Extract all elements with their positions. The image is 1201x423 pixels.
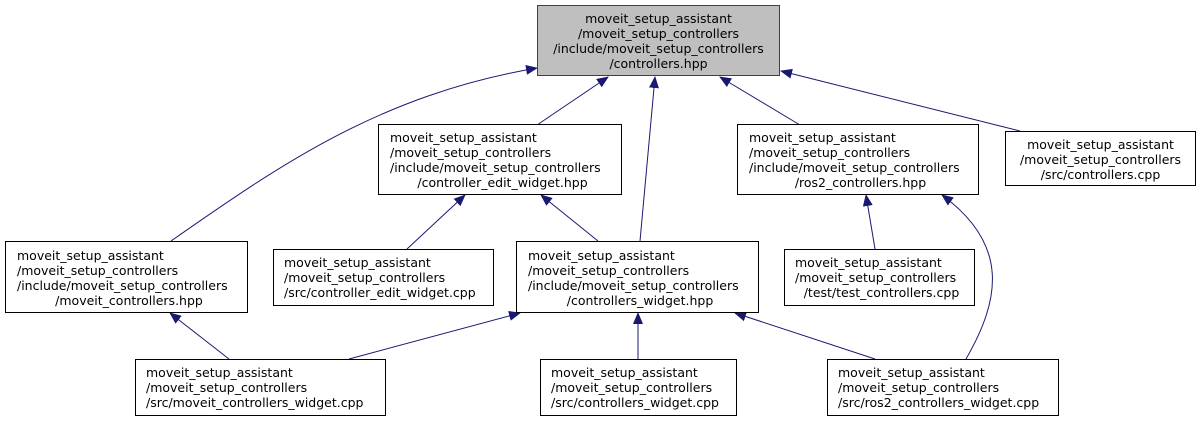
node-line: /moveit_setup_controllers: [838, 380, 1000, 395]
node-controllers-hpp[interactable]: moveit_setup_assistant /moveit_setup_con…: [537, 5, 780, 76]
node-line: moveit_setup_assistant: [528, 248, 675, 263]
edge-controller-edit-widget-cpp-to-hpp: [406, 194, 466, 250]
node-moveit-controllers-hpp[interactable]: moveit_setup_assistant /moveit_setup_con…: [5, 241, 248, 313]
node-line: moveit_setup_assistant: [551, 365, 698, 380]
node-line: /src/moveit_controllers_widget.cpp: [146, 395, 364, 410]
node-controllers-cpp[interactable]: moveit_setup_assistant /moveit_setup_con…: [1005, 131, 1196, 186]
node-line: /moveit_setup_controllers: [1019, 152, 1182, 167]
node-line: moveit_setup_assistant: [284, 255, 431, 270]
edge-controller-edit-widget-hpp-to-root: [536, 76, 609, 126]
node-line: /moveit_setup_controllers: [17, 263, 179, 278]
node-line: /moveit_setup_controllers: [577, 26, 740, 41]
edge-controllers-widget-hpp-to-controller-edit-widget-hpp: [540, 194, 599, 242]
node-line: /include/moveit_setup_controllers: [528, 278, 739, 293]
node-line: /controller_edit_widget.hpp: [417, 175, 588, 190]
node-ros2-controllers-hpp[interactable]: moveit_setup_assistant /moveit_setup_con…: [737, 124, 979, 195]
node-line: /ros2_controllers.hpp: [794, 175, 927, 190]
node-line: moveit_setup_assistant: [17, 248, 164, 263]
node-controller-edit-widget-hpp[interactable]: moveit_setup_assistant /moveit_setup_con…: [378, 124, 622, 195]
node-line: /include/moveit_setup_controllers: [17, 278, 228, 293]
node-line: moveit_setup_assistant: [838, 365, 985, 380]
edge-ros2-controllers-widget-cpp-to-ros2-controllers-hpp: [941, 194, 993, 360]
edge-moveit-controllers-hpp-to-root: [170, 64, 538, 242]
node-line: /controllers.hpp: [609, 56, 708, 71]
node-line: /include/moveit_setup_controllers: [749, 160, 960, 175]
node-controllers-widget-cpp[interactable]: moveit_setup_assistant /moveit_setup_con…: [540, 359, 737, 416]
node-controllers-widget-hpp[interactable]: moveit_setup_assistant /moveit_setup_con…: [516, 241, 759, 313]
node-line: /src/controllers_widget.cpp: [551, 395, 719, 410]
node-line: /moveit_setup_controllers: [390, 145, 552, 160]
node-line: /src/controllers.cpp: [1040, 167, 1161, 182]
node-line: moveit_setup_assistant: [749, 130, 896, 145]
node-line: moveit_setup_assistant: [146, 365, 293, 380]
node-line: /moveit_setup_controllers: [749, 145, 911, 160]
node-controller-edit-widget-cpp[interactable]: moveit_setup_assistant /moveit_setup_con…: [273, 249, 494, 306]
edge-moveit-controllers-widget-cpp-to-moveit-controllers-hpp: [169, 312, 230, 360]
node-line: /moveit_setup_controllers: [146, 380, 308, 395]
node-test-controllers-cpp[interactable]: moveit_setup_assistant /moveit_setup_con…: [784, 249, 975, 306]
node-line: /src/ros2_controllers_widget.cpp: [838, 395, 1040, 410]
node-line: /moveit_setup_controllers: [551, 380, 713, 395]
node-line: moveit_setup_assistant: [1027, 137, 1174, 152]
node-line: /include/moveit_setup_controllers: [553, 41, 764, 56]
node-line: moveit_setup_assistant: [795, 255, 942, 270]
node-line: /moveit_controllers.hpp: [55, 293, 203, 308]
node-line: moveit_setup_assistant: [585, 11, 732, 26]
node-line: /include/moveit_setup_controllers: [390, 160, 601, 175]
node-line: /moveit_setup_controllers: [795, 270, 957, 285]
edge-controllers-widget-hpp-to-root: [639, 76, 659, 242]
edge-test-controllers-cpp-to-ros2-controllers-hpp: [862, 194, 876, 250]
edge-controllers-cpp-to-root: [780, 68, 1021, 132]
node-line: /controllers_widget.hpp: [566, 293, 714, 308]
node-line: /test/test_controllers.cpp: [803, 285, 960, 300]
node-line: moveit_setup_assistant: [390, 130, 537, 145]
node-line: /moveit_setup_controllers: [528, 263, 690, 278]
node-ros2-controllers-widget-cpp[interactable]: moveit_setup_assistant /moveit_setup_con…: [827, 359, 1059, 416]
node-line: /src/controller_edit_widget.cpp: [284, 285, 476, 300]
node-line: /moveit_setup_controllers: [284, 270, 446, 285]
edge-ros2-controllers-hpp-to-root: [719, 76, 801, 126]
edge-ros2-controllers-widget-cpp-to-controllers-widget-hpp: [734, 311, 876, 360]
edge-moveit-controllers-widget-cpp-to-controllers-widget-hpp: [348, 311, 521, 360]
node-moveit-controllers-widget-cpp[interactable]: moveit_setup_assistant /moveit_setup_con…: [135, 359, 386, 416]
